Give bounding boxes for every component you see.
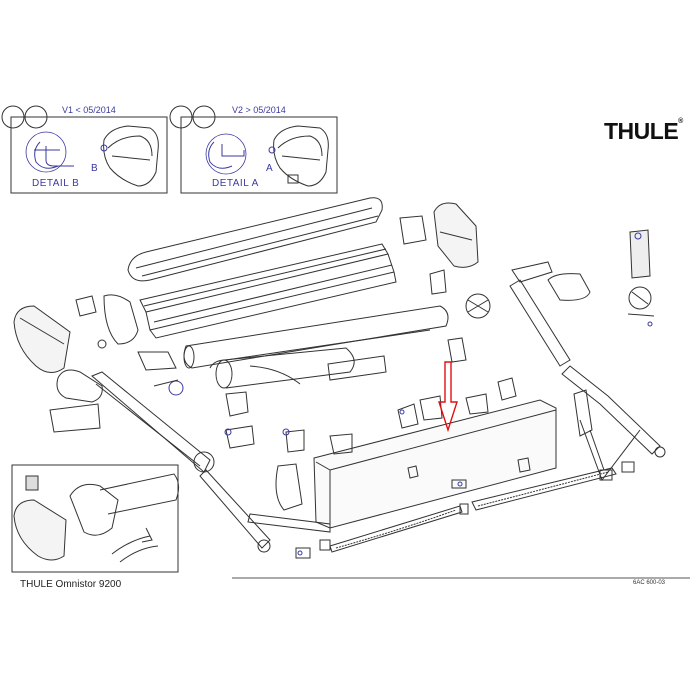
left-arm [56,369,331,553]
roller-tube [183,305,449,369]
right-arm [509,261,666,482]
detail-a-caption: DETAIL A [212,178,259,189]
detail-a-frame [180,116,338,194]
rail-profiles [139,243,397,339]
product-title: THULE Omnistor 9200 [20,579,122,590]
gas-spring-parts [627,229,655,327]
lower-roller [215,347,355,389]
detail-a-version-label: V2 > 05/2014 [232,105,286,115]
detail-a-marker: A [266,163,274,174]
inset-motor-box [11,464,180,573]
detail-b-marker: B [91,163,99,174]
detail-b-version-label: V1 < 05/2014 [62,105,116,115]
right-end-cap [399,202,591,319]
red-arrow [438,361,458,433]
small-brackets [49,337,593,556]
drawing-code: 6AC 600-03 [633,580,666,586]
small-clip [287,174,299,184]
front-bar [313,399,557,529]
lower-rails [295,461,635,559]
end-cap-drawing [273,125,329,187]
logo-text: THULE [604,118,679,144]
top-cover-profile [127,197,383,282]
detail-b-caption: DETAIL B [32,178,80,189]
left-end-cap [13,294,184,396]
detail-box-b [1,105,168,194]
end-cap-drawing [103,125,159,187]
detail-b-profile [34,141,59,169]
detail-b-frame [10,116,168,194]
detail-a-profile [208,141,233,169]
logo-trademark: ® [678,118,683,125]
thule-logo: THULE® [604,118,683,145]
detail-box-a [169,105,338,194]
